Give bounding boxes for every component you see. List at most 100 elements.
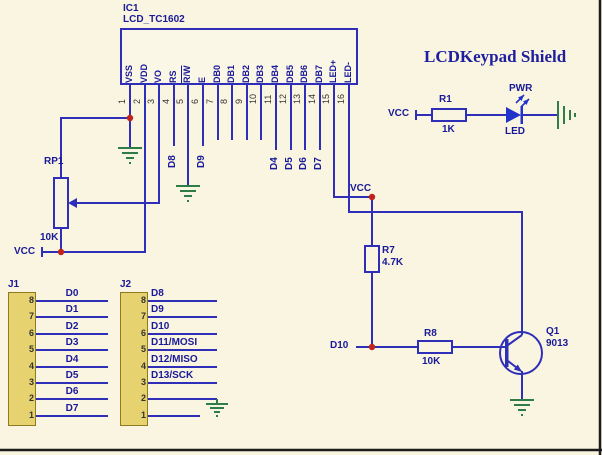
net-label-j1-d4: D4 <box>65 354 79 365</box>
ic1-ref: IC1 <box>123 3 139 14</box>
backlight-wires <box>356 197 523 400</box>
pwr-led-bottom-label: LED <box>505 126 525 137</box>
j1-pin-8: 8 <box>28 295 34 305</box>
ic1-pin-name-rw: R/W <box>182 65 192 84</box>
net-label-d13-sck: D13/SCK <box>151 370 194 381</box>
ic1-pin-num-12: 12 <box>278 93 288 104</box>
net-label-d1: D1 <box>65 304 79 315</box>
ic1-pin-num-2: 2 <box>132 98 142 104</box>
net-label-d11-mosi: D11/MOSI <box>151 337 198 348</box>
ic1-pin-name-db0: DB0 <box>212 64 222 83</box>
j2-pin-2: 2 <box>140 393 146 403</box>
connector-j1-body <box>8 292 36 426</box>
ic1-pin-num-8: 8 <box>219 98 229 104</box>
ic1-pin-name-vdd: VDD <box>139 63 149 83</box>
ground-symbols <box>118 101 576 417</box>
j2-pin-3: 3 <box>140 377 146 387</box>
sheet-title: LCDKeypad Shield <box>424 47 567 66</box>
ic1-pin-num-6: 6 <box>190 98 200 104</box>
led-pwr-symbol <box>506 94 530 124</box>
pwr-led-top-label: PWR <box>509 83 533 94</box>
ic-pin-wires <box>42 85 523 335</box>
ic1-pin-num-14: 14 <box>307 93 317 104</box>
ground-q1 <box>510 399 534 416</box>
component-ref-r1: R1 <box>439 94 452 105</box>
ic1-pin-num-13: 13 <box>292 93 302 104</box>
ic1-pin-name-rs: RS <box>168 70 178 83</box>
net-label-d5: D5 <box>284 157 295 170</box>
j2-pin-5: 5 <box>140 344 146 354</box>
j1-pin-3: 3 <box>28 377 34 387</box>
power-label-vcc-left: VCC <box>14 246 36 257</box>
ic1-pin-name-db7: DB7 <box>314 64 324 83</box>
net-label-j1-d5: D5 <box>65 370 79 381</box>
ic1-pin-name-db4: DB4 <box>270 64 280 83</box>
rp1-circuit-wires <box>41 117 131 257</box>
j2-pin-6: 6 <box>140 328 146 338</box>
ic1-pin-num-4: 4 <box>161 98 171 104</box>
transistor-q1 <box>499 331 543 375</box>
net-label-d4: D4 <box>269 157 280 170</box>
power-label-vcc-mid: VCC <box>350 183 372 194</box>
net-label-j2-d9: D9 <box>151 304 164 315</box>
ic1-pin-num-7: 7 <box>205 98 215 104</box>
net-label-d9: D9 <box>196 155 207 168</box>
ic1-pin-num-5: 5 <box>175 98 185 104</box>
ic1-pin-name-db6: DB6 <box>299 64 309 83</box>
component-ref-rp1: RP1 <box>44 156 64 167</box>
j1-pin-7: 7 <box>28 311 34 321</box>
net-label-d6: D6 <box>298 157 309 170</box>
j2-pin-7: 7 <box>140 311 146 321</box>
j1-pin-2: 2 <box>28 393 34 403</box>
net-label-d12-miso: D12/MISO <box>151 354 198 365</box>
potentiometer-rp1 <box>53 177 77 229</box>
net-label-j1-d7: D7 <box>65 403 79 414</box>
ic1-pin-name-db5: DB5 <box>285 64 295 83</box>
connector-j2-body <box>120 292 148 426</box>
net-label-d0: D0 <box>65 288 79 299</box>
ic1-pin-num-3: 3 <box>146 98 156 104</box>
ground-pwrled <box>557 101 576 129</box>
ic1-pin-name-vss: VSS <box>124 64 134 83</box>
resistor-r8 <box>417 340 453 354</box>
ic1-pin-num-15: 15 <box>321 93 331 104</box>
net-label-d8: D8 <box>167 155 178 168</box>
ground-j2 <box>206 399 228 417</box>
net-label-d3: D3 <box>65 337 79 348</box>
component-value-r8: 10K <box>422 356 441 367</box>
j1-pin-4: 4 <box>28 361 34 371</box>
component-value-rp1: 10K <box>40 232 59 243</box>
resistor-r1 <box>431 108 467 122</box>
ic1-pin-name-db3: DB3 <box>255 64 265 83</box>
net-label-j2-d10: D10 <box>151 321 170 332</box>
net-label-j2-d8: D8 <box>151 288 164 299</box>
ic1-pin-name-ledp: LED+ <box>328 59 338 83</box>
j2-pin-1: 1 <box>140 410 146 420</box>
ic1-pin-num-16: 16 <box>336 93 346 104</box>
net-label-d7: D7 <box>313 157 324 170</box>
power-label-vcc-pwr: VCC <box>388 108 410 119</box>
net-label-d10: D10 <box>330 340 349 351</box>
component-ref-q1: Q1 <box>546 326 560 337</box>
resistor-r7 <box>364 245 380 273</box>
ic1-pin-name-e: E <box>197 76 207 83</box>
component-ref-r7: R7 <box>382 245 395 256</box>
pwr-led-wires <box>415 110 558 120</box>
net-label-j1-d6: D6 <box>65 386 79 397</box>
net-label-d2: D2 <box>65 321 79 332</box>
j1-pin-1: 1 <box>28 410 34 420</box>
ic1-pin-name-db1: DB1 <box>226 64 236 83</box>
j1-pin-5: 5 <box>28 344 34 354</box>
j2-pin-4: 4 <box>140 361 146 371</box>
ic1-pin-num-9: 9 <box>234 98 244 104</box>
ic1-part: LCD_TC1602 <box>123 14 185 25</box>
j1-wires <box>36 300 108 417</box>
ground-vss <box>118 147 142 164</box>
ic1-body <box>120 28 358 85</box>
junction-dots <box>57 114 376 351</box>
ground-rw <box>176 185 200 202</box>
ic1-pin-name-db2: DB2 <box>241 64 251 83</box>
